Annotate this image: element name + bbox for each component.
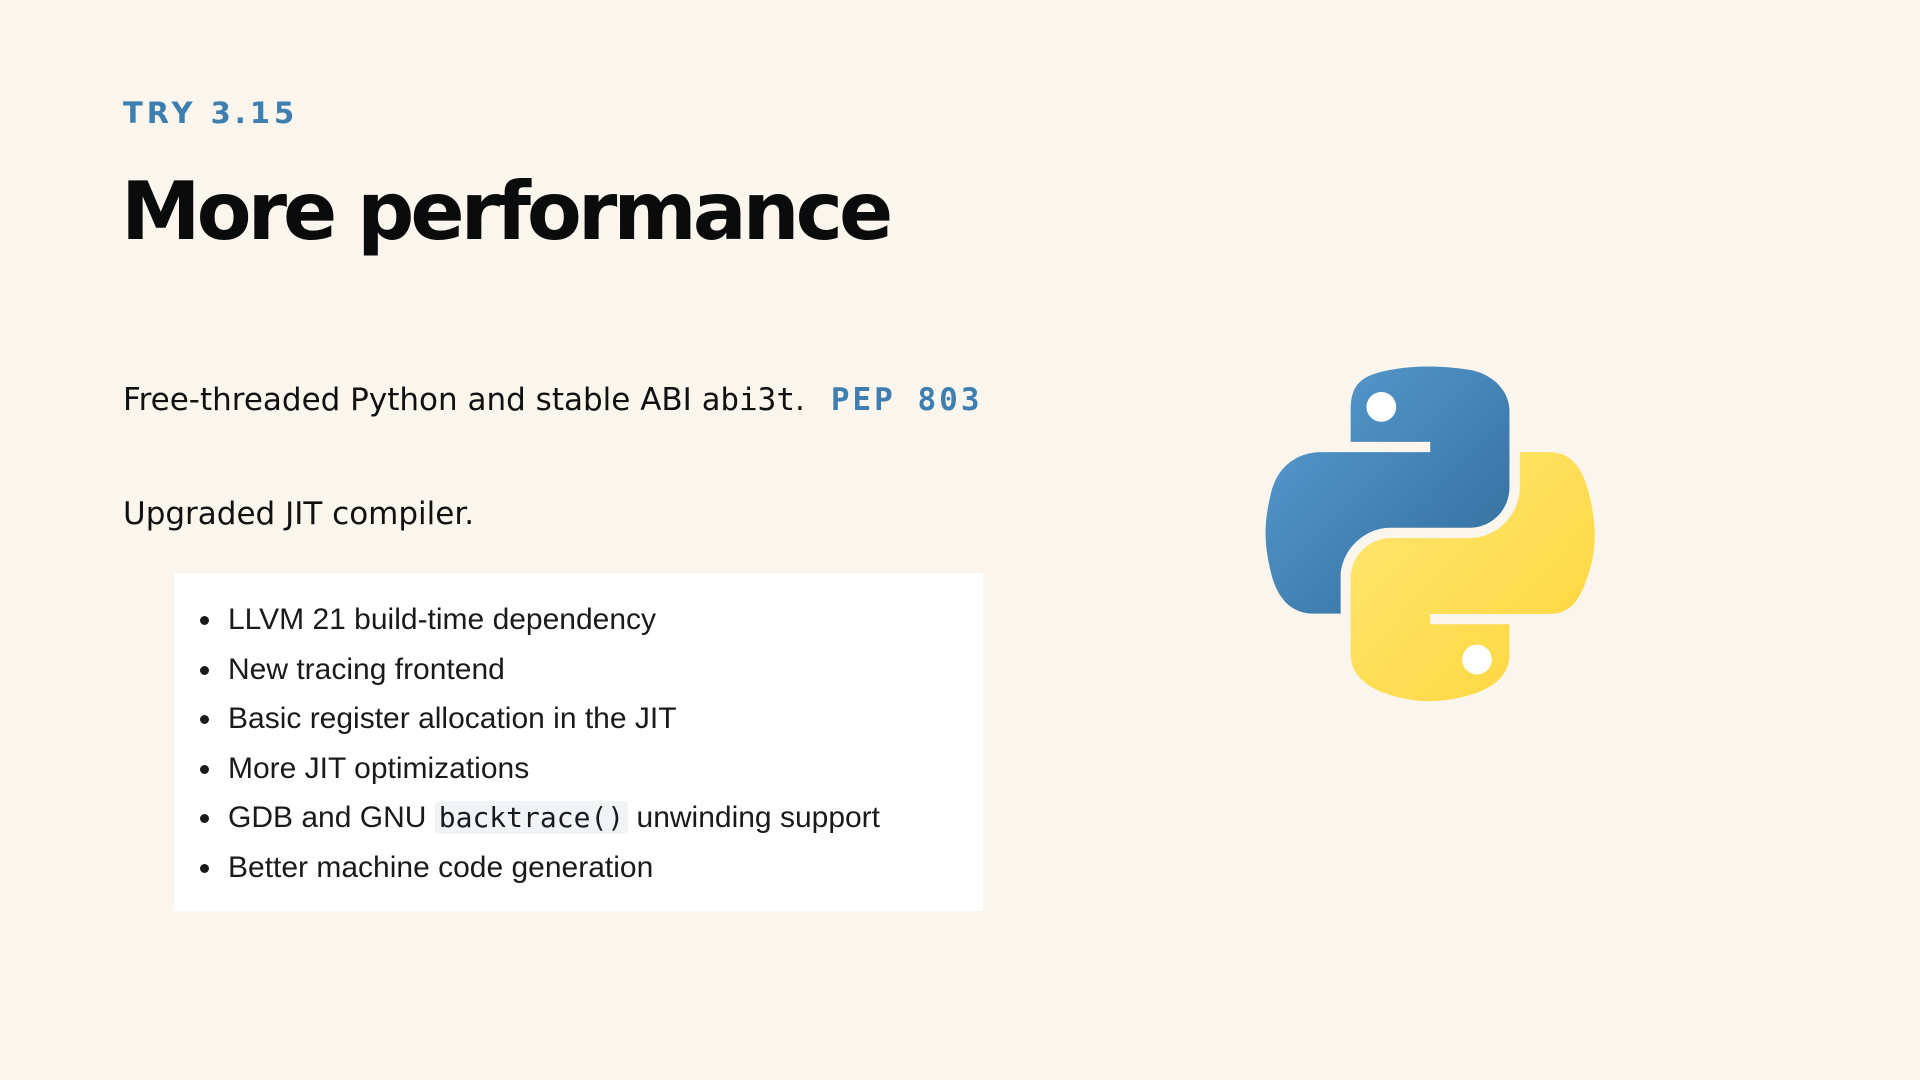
abi-line: Free-threaded Python and stable ABI abi3…: [123, 380, 983, 420]
list-item-text: Better machine code generation: [228, 850, 654, 884]
eyebrow-label: TRY 3.15: [123, 96, 299, 130]
pep-reference: PEP 803: [830, 382, 983, 418]
bullet-dot-icon: [200, 665, 209, 675]
backtrace-code: backtrace(): [434, 801, 629, 835]
python-logo-blue-eye: [1366, 392, 1397, 422]
jit-features-list: LLVM 21 build-time dependency New tracin…: [174, 573, 983, 893]
python-logo-yellow-eye: [1462, 644, 1492, 675]
list-item-text: More JIT optimizations: [228, 751, 530, 785]
list-item-text-before: GDB and GNU: [228, 801, 435, 835]
bullet-dot-icon: [200, 715, 209, 725]
python-logo-yellow-snake: [1350, 452, 1595, 702]
jit-features-panel: LLVM 21 build-time dependency New tracin…: [174, 573, 983, 911]
jit-line: Upgraded JIT compiler.: [123, 496, 475, 532]
abi-line-suffix: .: [795, 382, 805, 418]
list-item-text-after: unwinding support: [628, 801, 881, 835]
slide-title: More performance: [121, 165, 893, 258]
list-item-text: New tracing frontend: [228, 652, 505, 686]
abi-code: abi3t: [701, 382, 795, 418]
python-logo-icon: [1265, 366, 1595, 702]
bullet-dot-icon: [200, 863, 209, 873]
list-item: New tracing frontend: [198, 645, 983, 695]
list-item-text: LLVM 21 build-time dependency: [228, 603, 657, 636]
bullet-dot-icon: [200, 616, 209, 625]
list-item: GDB and GNU backtrace() unwinding suppor…: [198, 793, 983, 843]
list-item-text: Basic register allocation in the JIT: [228, 702, 677, 736]
python-logo-blue-snake: [1265, 366, 1510, 614]
list-item: LLVM 21 build-time dependency: [198, 595, 983, 645]
list-item: More JIT optimizations: [198, 744, 983, 794]
list-item: Basic register allocation in the JIT: [198, 694, 983, 744]
bullet-dot-icon: [200, 814, 209, 824]
bullet-dot-icon: [200, 764, 209, 774]
abi-line-text: Free-threaded Python and stable ABI: [123, 382, 702, 418]
list-item: Better machine code generation: [198, 843, 983, 893]
